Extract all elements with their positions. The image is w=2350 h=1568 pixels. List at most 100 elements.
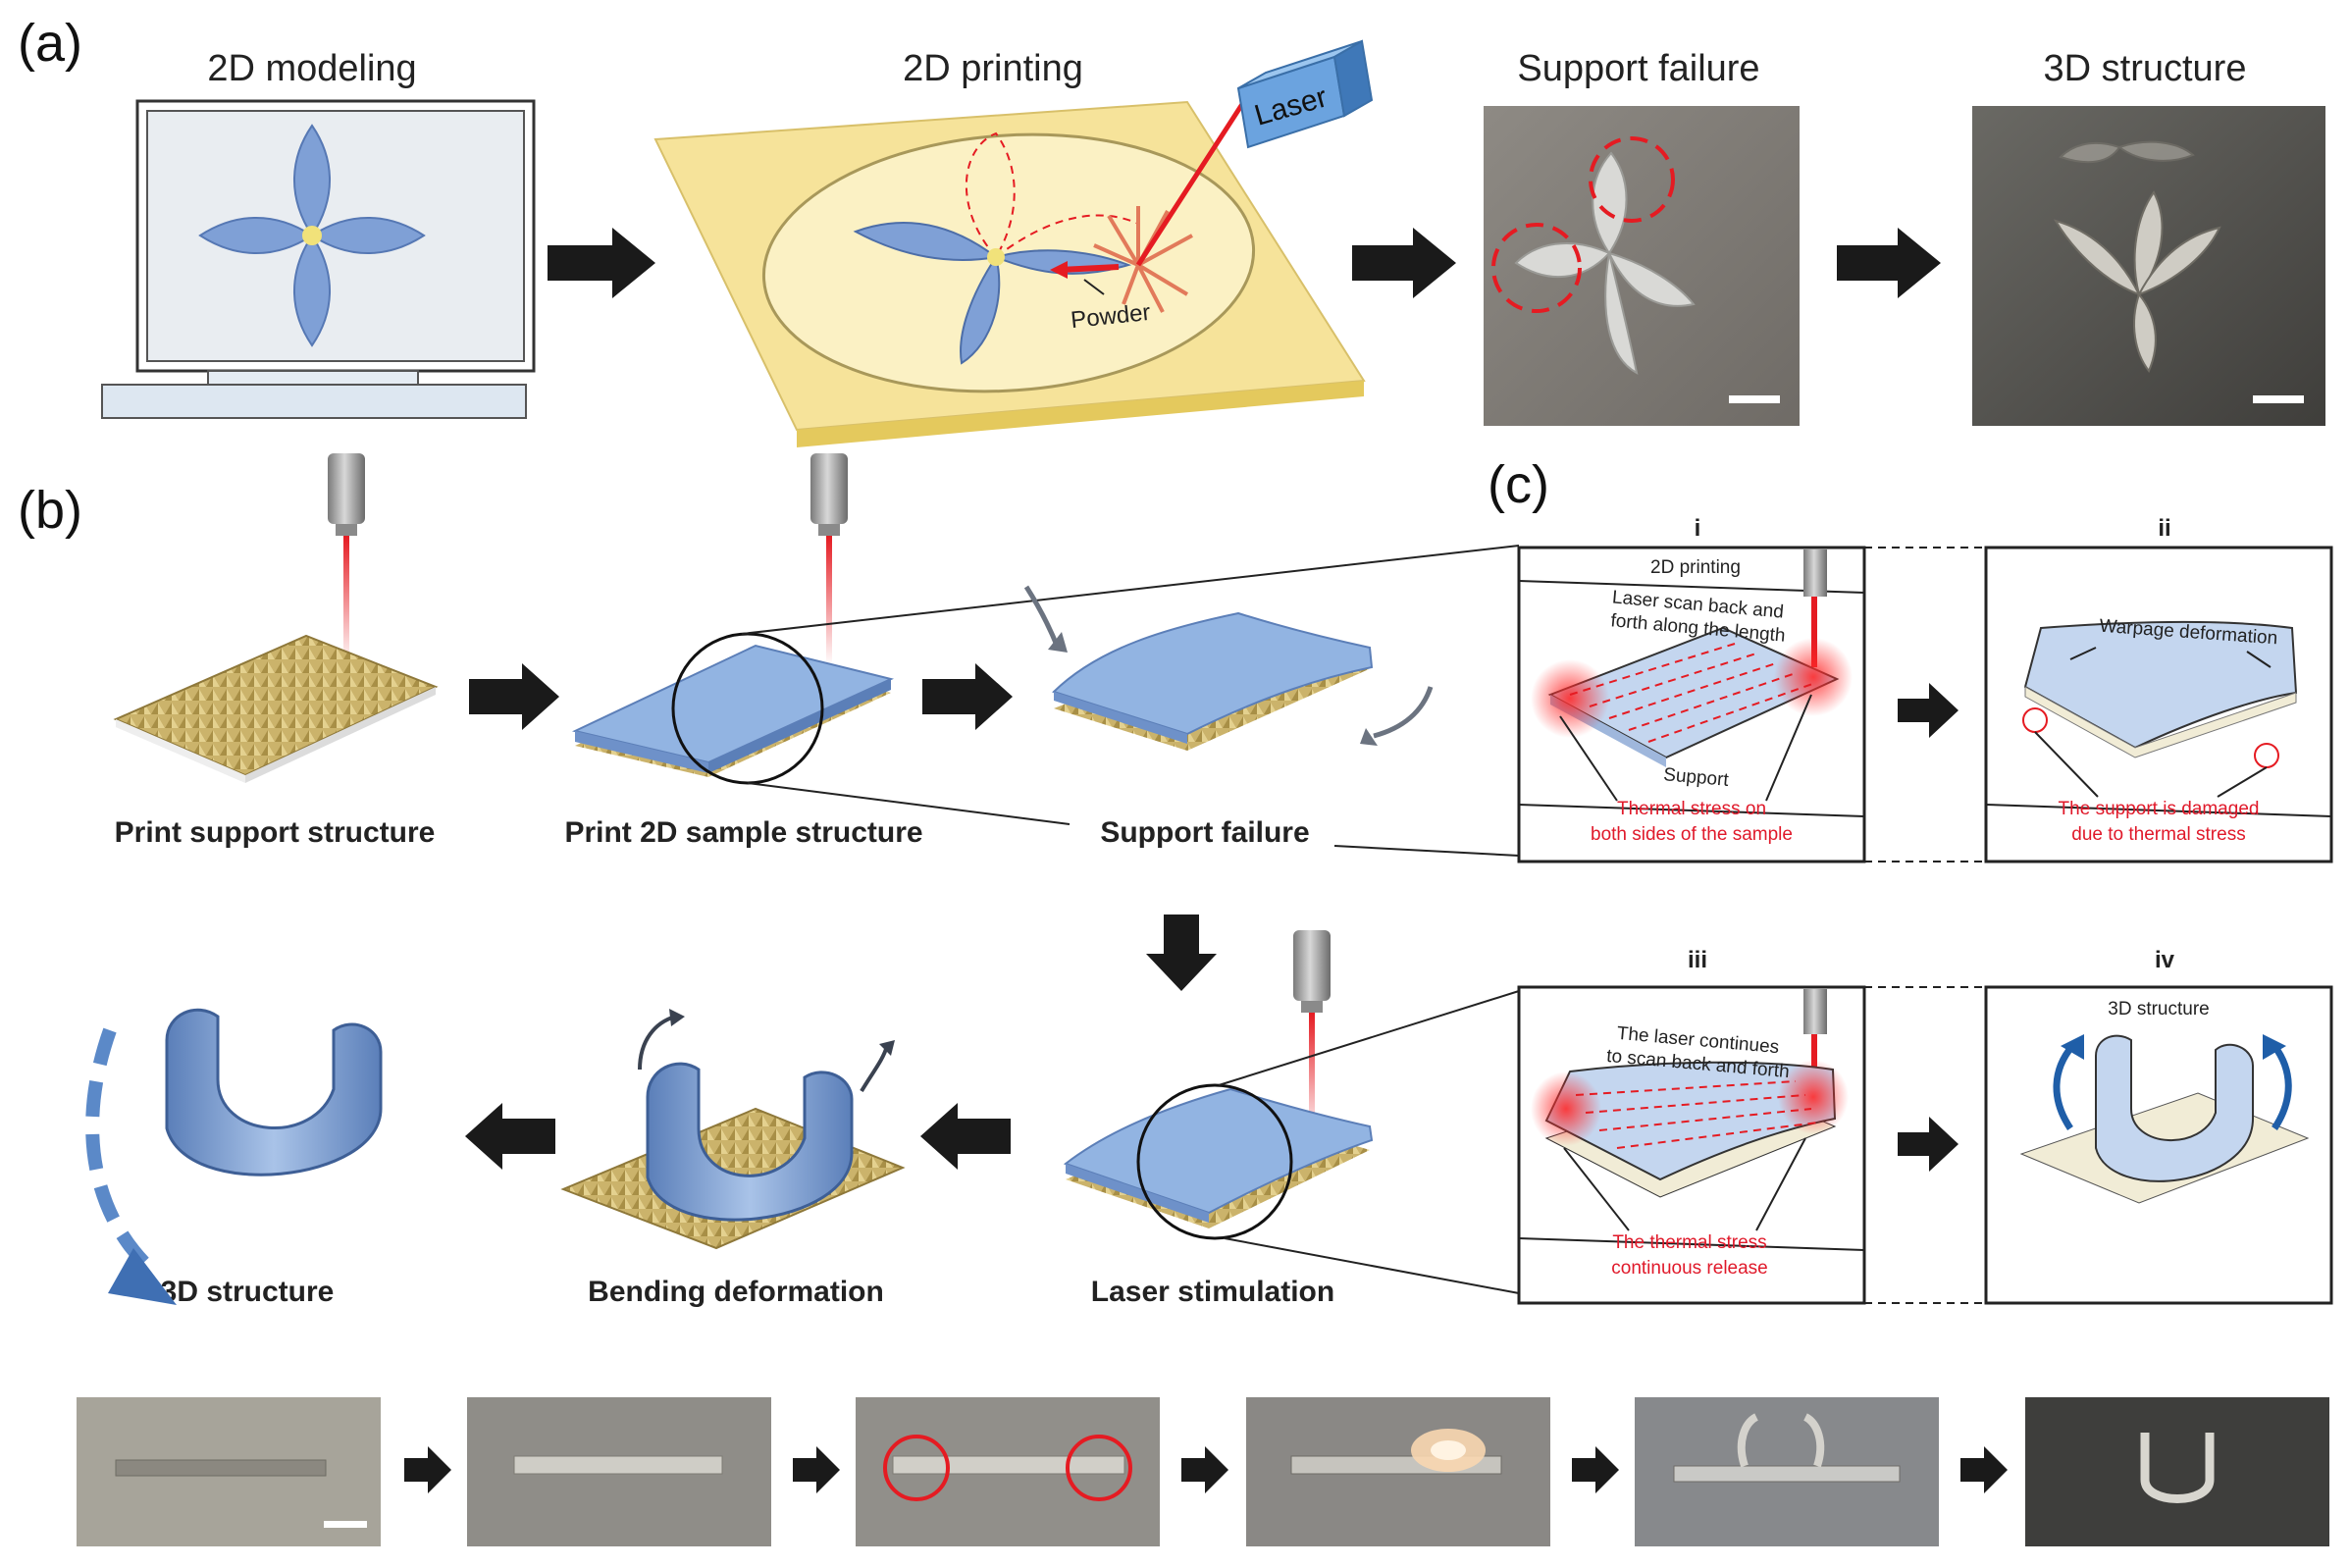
final-3d-structure	[165, 1008, 383, 1176]
folded-flower	[2053, 190, 2221, 373]
panel-c-iii: iii The laser continues to scan back and…	[1517, 947, 1866, 1305]
flow-arrow-icon	[1898, 683, 1958, 738]
zoom-line-lower-3	[1224, 1237, 1520, 1294]
stimulated-sample-edge	[1066, 1164, 1209, 1223]
panel-c-ii-red-1: The support is damaged	[2059, 799, 2260, 819]
heat-spot-right	[1774, 638, 1853, 716]
support-failure-title: Support failure	[1517, 48, 1759, 89]
bent-end-right	[1802, 1413, 1825, 1468]
panel-a-tag: (a)	[18, 14, 82, 73]
flow-arrow-icon	[1837, 228, 1941, 298]
print-2d-caption: Print 2D sample structure	[564, 816, 922, 849]
silver-flower	[1514, 151, 1696, 375]
leader-line-6	[2217, 766, 2268, 798]
frame-line-4	[1518, 1237, 1865, 1251]
background-flower	[2059, 140, 2195, 164]
flow-arrow-icon	[922, 663, 1013, 730]
scan-lines	[1569, 643, 1816, 743]
flat-sample-edge-2	[708, 679, 891, 773]
support-failure-caption: Support failure	[1100, 816, 1309, 849]
strip-photo-6	[2025, 1397, 2329, 1546]
dashed-flow-arrow	[85, 1027, 152, 1271]
structure-3d-step: 3D structure	[1972, 48, 2325, 426]
panel-c-ii-num: ii	[2158, 515, 2170, 542]
frame-line-3	[1985, 804, 2332, 817]
bending-sample	[646, 1062, 854, 1222]
warped-sample-edge	[1054, 692, 1187, 744]
support-pyramids	[113, 634, 439, 777]
curved-arrow-icon	[1373, 686, 1434, 739]
failure-circle-2	[1491, 223, 1582, 313]
leader-line-7	[1563, 1147, 1630, 1231]
printed-petals	[853, 221, 1132, 365]
leader-line-8	[1755, 1137, 1806, 1231]
laser-nozzle-icon	[1803, 549, 1827, 597]
panel-c-tag: (c)	[1488, 455, 1549, 514]
heat-spot-right-2	[1778, 1060, 1849, 1134]
heat-spot-left	[1531, 659, 1609, 738]
unprinted-petal-outline-2	[995, 214, 1139, 258]
curved-arrow-head-5	[2061, 1034, 2084, 1060]
unprinted-petal-outline	[965, 131, 1016, 258]
powder-leader	[1083, 279, 1105, 295]
curved-arrow-head-6	[2263, 1034, 2286, 1060]
structure-3d-b-step: 3D structure	[161, 1008, 383, 1308]
print-2d-step: Print 2D sample structure	[564, 453, 923, 849]
flow-arrow-icon	[469, 663, 559, 730]
structure-3d-b-caption: 3D structure	[161, 1276, 335, 1308]
flow-arrow-icon	[1572, 1446, 1619, 1493]
curved-arrow-icon	[638, 1015, 676, 1071]
strip-sample-2	[513, 1455, 723, 1475]
monitor-stand	[207, 370, 419, 386]
warped-sample	[1052, 611, 1374, 736]
frame-line-2	[1518, 804, 1865, 817]
panel-c-i: i 2D printing Laser scan back and forth …	[1517, 515, 1866, 863]
flow-arrow-icon	[1352, 228, 1456, 298]
bent-end-left	[1737, 1413, 1759, 1468]
bending-step: Bending deformation	[560, 1009, 906, 1308]
modeling-title: 2D modeling	[207, 48, 416, 89]
panel-c-iv: iv 3D structure	[1984, 947, 2333, 1305]
laser-glow-core	[1431, 1440, 1466, 1460]
laser-beam-c-i	[1811, 597, 1817, 667]
scan-lines	[1575, 1080, 1818, 1149]
failure-circle-1	[1589, 136, 1675, 223]
panel-c-iii-num: iii	[1688, 947, 1707, 973]
flow-arrow-icon	[1181, 1446, 1228, 1493]
scale-bar-icon	[324, 1521, 367, 1528]
laser-stimulation-step: Laser stimulation	[1063, 930, 1374, 1308]
panel-c-iv-num: iv	[2155, 947, 2175, 973]
support-c-ii	[2024, 686, 2297, 758]
support-failure-b-step: Support failure	[1023, 585, 1434, 849]
panel-b-tag: (b)	[18, 481, 82, 540]
curved-arrow-head	[1048, 632, 1068, 653]
laser-nozzle-icon	[1803, 989, 1827, 1034]
printing-step: 2D printing Laser Powder	[653, 39, 1374, 447]
panel-c-i-red-1: Thermal stress on	[1617, 799, 1766, 819]
curved-arrow-icon	[2053, 1043, 2075, 1130]
panel-c-i-title: 2D printing	[1650, 557, 1741, 578]
monitor-base	[101, 384, 527, 419]
panel-c-iv-title: 3D structure	[2108, 999, 2209, 1019]
structure-3d-title: 3D structure	[2044, 48, 2247, 89]
petal-center	[987, 248, 1005, 266]
laser-nozzle-icon	[1293, 930, 1331, 1140]
support-failure-step: Support failure	[1484, 48, 1800, 426]
strip-sample-5	[1673, 1465, 1901, 1483]
folded-sample-c-iv	[2095, 1034, 2254, 1182]
flat-sample-edge	[575, 731, 708, 773]
support-base-edge-2	[245, 687, 436, 783]
failure-circle-strip-1	[883, 1435, 950, 1501]
laser-stimulation-caption: Laser stimulation	[1091, 1276, 1334, 1308]
scan-direction-arrow	[1059, 264, 1120, 273]
leader-line-4	[2246, 651, 2272, 668]
panel-c-i-num: i	[1695, 515, 1701, 542]
flow-arrow-left-icon	[465, 1103, 555, 1170]
dashed-flow-arrow-head	[108, 1248, 177, 1305]
curved-arrow-head-3	[669, 1009, 685, 1026]
modeling-step: 2D modeling	[101, 48, 536, 419]
flow-arrow-left-icon	[920, 1103, 1011, 1170]
flow-arrow-icon	[404, 1446, 451, 1493]
final-u-structure	[2140, 1433, 2215, 1503]
laser-nozzle-icon	[810, 453, 848, 665]
